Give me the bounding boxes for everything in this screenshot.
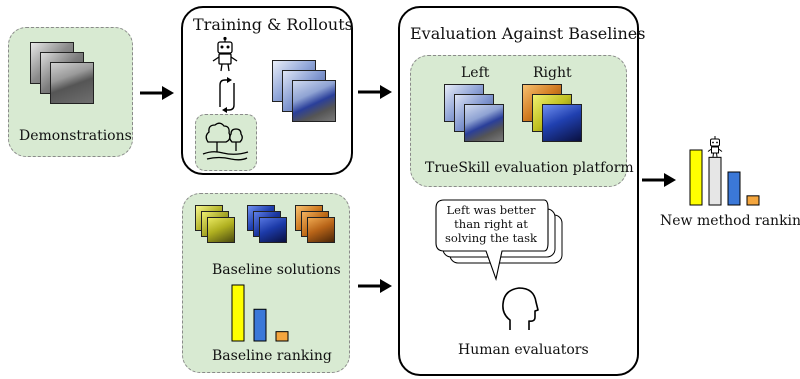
baseline-ranking-bar-2	[253, 308, 267, 342]
baseline-solutions-label: Baseline solutions	[212, 262, 341, 278]
right-label: Right	[533, 65, 572, 81]
human-head-icon	[502, 287, 539, 330]
baseline-ranking-bar-1	[231, 284, 245, 342]
baseline-ranking-bar-3	[275, 331, 289, 342]
new-method-ranking-bar-4	[746, 195, 760, 206]
new-method-ranking-bar-1	[689, 149, 703, 206]
new-method-ranking-label: New method ranking	[660, 213, 800, 229]
evaluation-title: Evaluation Against Baselines	[410, 24, 646, 43]
cycle-arrows-icon	[219, 77, 235, 113]
baseline-blue-frame-3	[259, 217, 287, 243]
ranking-robot-icon	[707, 136, 723, 158]
baseline-yellow-frame-3	[207, 217, 235, 243]
human-evaluators-label: Human evaluators	[458, 342, 589, 358]
new-method-ranking-bar-3	[727, 171, 741, 206]
speech-bubble-icon	[435, 199, 563, 282]
left-label: Left	[461, 65, 490, 81]
forest-environment-icon	[202, 122, 249, 161]
demonstrations-label: Demonstrations	[19, 128, 132, 144]
rollout-frame-3	[292, 80, 336, 122]
speech-bubble-text: Left was better than right at solving th…	[445, 203, 537, 245]
robot-icon	[212, 36, 238, 72]
demo-frame-3	[50, 62, 94, 104]
training-title: Training & Rollouts	[193, 15, 353, 34]
new-method-ranking-chart	[689, 149, 760, 206]
trueskill-platform-box	[410, 55, 627, 187]
baseline-orange-frame-3	[307, 217, 335, 243]
right-frame-3	[542, 104, 582, 142]
left-frame-3	[464, 104, 504, 142]
baseline-ranking-chart	[231, 284, 289, 342]
baseline-ranking-label: Baseline ranking	[212, 348, 332, 364]
new-method-ranking-bar-2	[708, 156, 722, 206]
trueskill-platform-label: TrueSkill evaluation platform	[425, 160, 634, 176]
